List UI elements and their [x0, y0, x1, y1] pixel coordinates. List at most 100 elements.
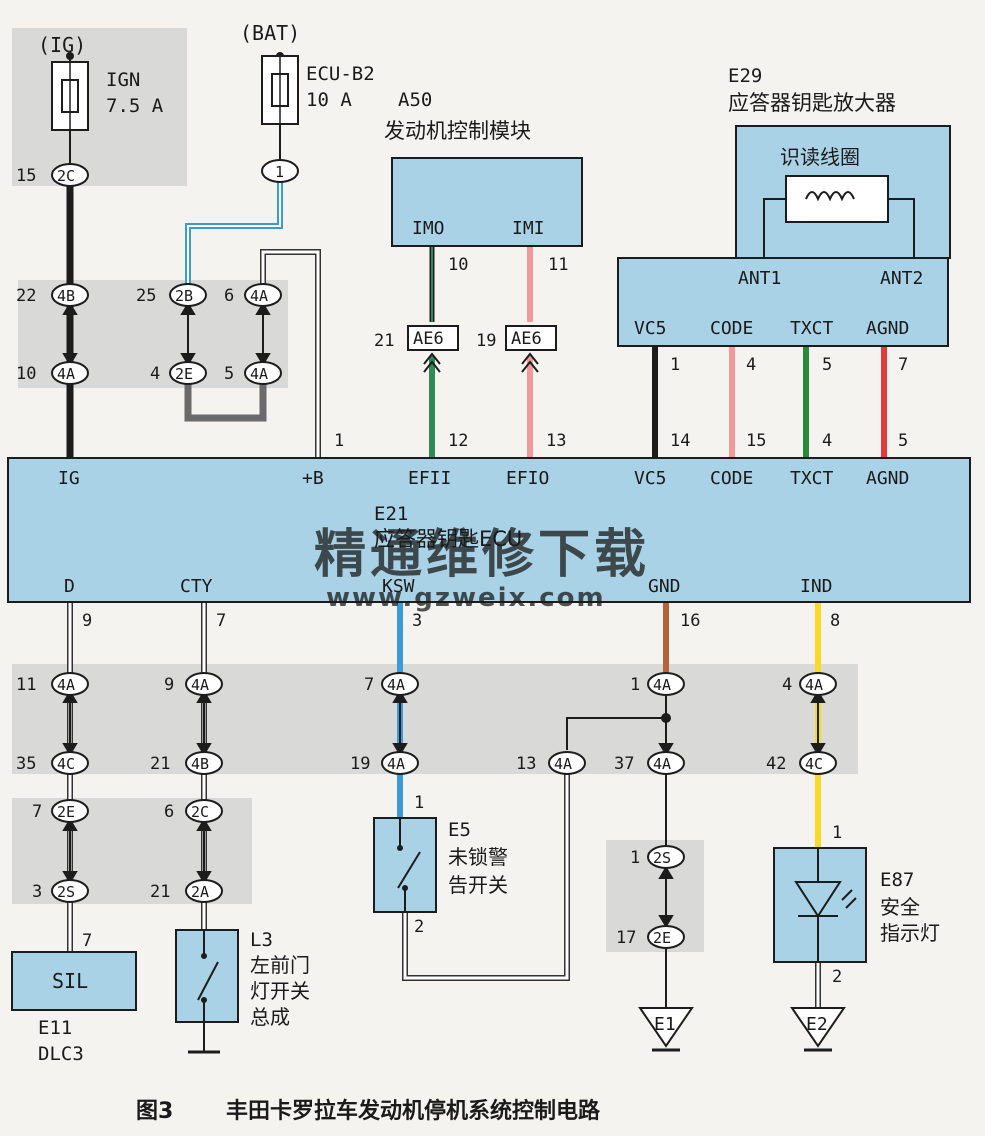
- svg-text:2A: 2A: [191, 883, 209, 901]
- ae6-connectors: 21 AE6 19 AE6: [374, 325, 557, 373]
- e11-id: E11: [38, 1017, 72, 1039]
- conn-22-4b: 22 4B: [16, 283, 89, 307]
- e29-pin-vc5: VC5: [634, 318, 667, 339]
- led-icon: [794, 881, 842, 918]
- conn-5-4a: 5 4A: [224, 361, 282, 385]
- ecu-b2-fuse-rating: 10 A: [306, 89, 352, 111]
- svg-text:17: 17: [616, 928, 636, 948]
- svg-text:15: 15: [16, 166, 36, 186]
- svg-text:21: 21: [150, 882, 170, 902]
- e29-ant2: ANT2: [880, 268, 923, 289]
- svg-text:4A: 4A: [805, 676, 823, 694]
- e11-dlc3: SIL 7 E11 DLC3: [11, 931, 137, 1065]
- a50-pin-imo: IMO: [412, 218, 445, 239]
- svg-text:4A: 4A: [653, 676, 671, 694]
- e29-pin-code: CODE: [710, 318, 753, 339]
- e21-pin-cty: CTY: [180, 576, 213, 597]
- svg-text:7: 7: [32, 802, 42, 822]
- e21-ecu: IG +B EFII EFIO VC5 CODE TXCT AGND 1 12 …: [7, 431, 971, 631]
- svg-text:2C: 2C: [191, 803, 209, 821]
- e87-pin-1: 1: [832, 823, 842, 843]
- e21-num-16: 16: [680, 611, 700, 631]
- bat-fuse: (BAT) ECU-B2 10 A: [240, 21, 375, 125]
- e21-pin-agnd: AGND: [866, 468, 909, 489]
- ig-fuse: (IG) IGN 7.5 A: [38, 33, 164, 131]
- watermark: 精通维修下载 www.gzweix.com: [314, 525, 650, 613]
- e21-num-1: 1: [334, 431, 344, 451]
- a50-id: A50: [398, 89, 432, 111]
- a50-module: A50 发动机控制模块 IMO IMI 10 11: [384, 89, 583, 275]
- wires: [66, 56, 887, 1054]
- coil-icon: [805, 191, 855, 202]
- svg-text:4A: 4A: [57, 365, 75, 383]
- e29-num-1: 1: [670, 355, 680, 375]
- e21-num-9: 9: [82, 611, 92, 631]
- watermark-line2: www.gzweix.com: [326, 583, 606, 613]
- a50-num-imo: 10: [448, 255, 468, 275]
- svg-text:4: 4: [150, 364, 160, 384]
- e5-pin-2: 2: [414, 917, 424, 937]
- a50-name: 发动机控制模块: [384, 119, 531, 143]
- e21-pin-ind: IND: [800, 576, 833, 597]
- e21-num-13: 13: [546, 431, 566, 451]
- e5-pin-1: 1: [414, 793, 424, 813]
- e5-id: E5: [448, 819, 471, 841]
- svg-text:4A: 4A: [554, 755, 572, 773]
- l3-id: L3: [250, 929, 273, 951]
- e29-num-4: 4: [746, 355, 756, 375]
- e21-pin-gnd: GND: [648, 576, 681, 597]
- e21-num-12: 12: [448, 431, 468, 451]
- watermark-line1: 精通维修下载: [314, 525, 650, 585]
- e29-amplifier: E29 应答器钥匙放大器 识读线圈 ANT1 ANT2 VC5 CODE TXC…: [617, 65, 951, 375]
- e87-name-1: 安全: [880, 895, 920, 919]
- ae6-pin-19: 19: [476, 331, 496, 351]
- e29-coil-label: 识读线圈: [780, 145, 860, 169]
- e21-num-15: 15: [746, 431, 766, 451]
- dlc3-label: DLC3: [38, 1043, 84, 1065]
- svg-text:5: 5: [224, 364, 234, 384]
- svg-text:22: 22: [16, 286, 36, 306]
- e21-pin-d: D: [64, 576, 75, 597]
- figure-caption: 图3 丰田卡罗拉车发动机停机系统控制电路: [136, 1098, 601, 1124]
- l3-name-3: 总成: [250, 1005, 290, 1029]
- svg-text:7: 7: [364, 675, 374, 695]
- e29-id: E29: [728, 65, 762, 87]
- ground-icon: [638, 1007, 694, 1048]
- l3-name-1: 左前门: [250, 953, 310, 977]
- sil-label: SIL: [52, 969, 88, 993]
- ign-fuse-rating: 7.5 A: [106, 95, 164, 117]
- svg-text:9: 9: [164, 675, 174, 695]
- e21-num-3: 3: [412, 611, 422, 631]
- svg-text:37: 37: [614, 754, 634, 774]
- e21-pin-ig: IG: [58, 468, 80, 489]
- e1-label: E1: [654, 1014, 676, 1035]
- svg-text:35: 35: [16, 754, 36, 774]
- e21-id: E21: [374, 503, 408, 525]
- e87-indicator: 1 2 E87 安全 指示灯: [773, 823, 940, 987]
- svg-text:4A: 4A: [250, 287, 268, 305]
- sil-pin-7: 7: [82, 931, 92, 951]
- svg-text:4B: 4B: [57, 287, 75, 305]
- svg-text:19: 19: [350, 754, 370, 774]
- e21-pin-efii: EFII: [408, 468, 451, 489]
- svg-text:1: 1: [630, 675, 640, 695]
- svg-text:4A: 4A: [250, 365, 268, 383]
- e87-id: E87: [880, 869, 914, 891]
- e87-pin-2: 2: [832, 967, 842, 987]
- l3-door-switch: L3 左前门 灯开关 总成: [175, 929, 310, 1029]
- e21-pin-efio: EFIO: [506, 468, 549, 489]
